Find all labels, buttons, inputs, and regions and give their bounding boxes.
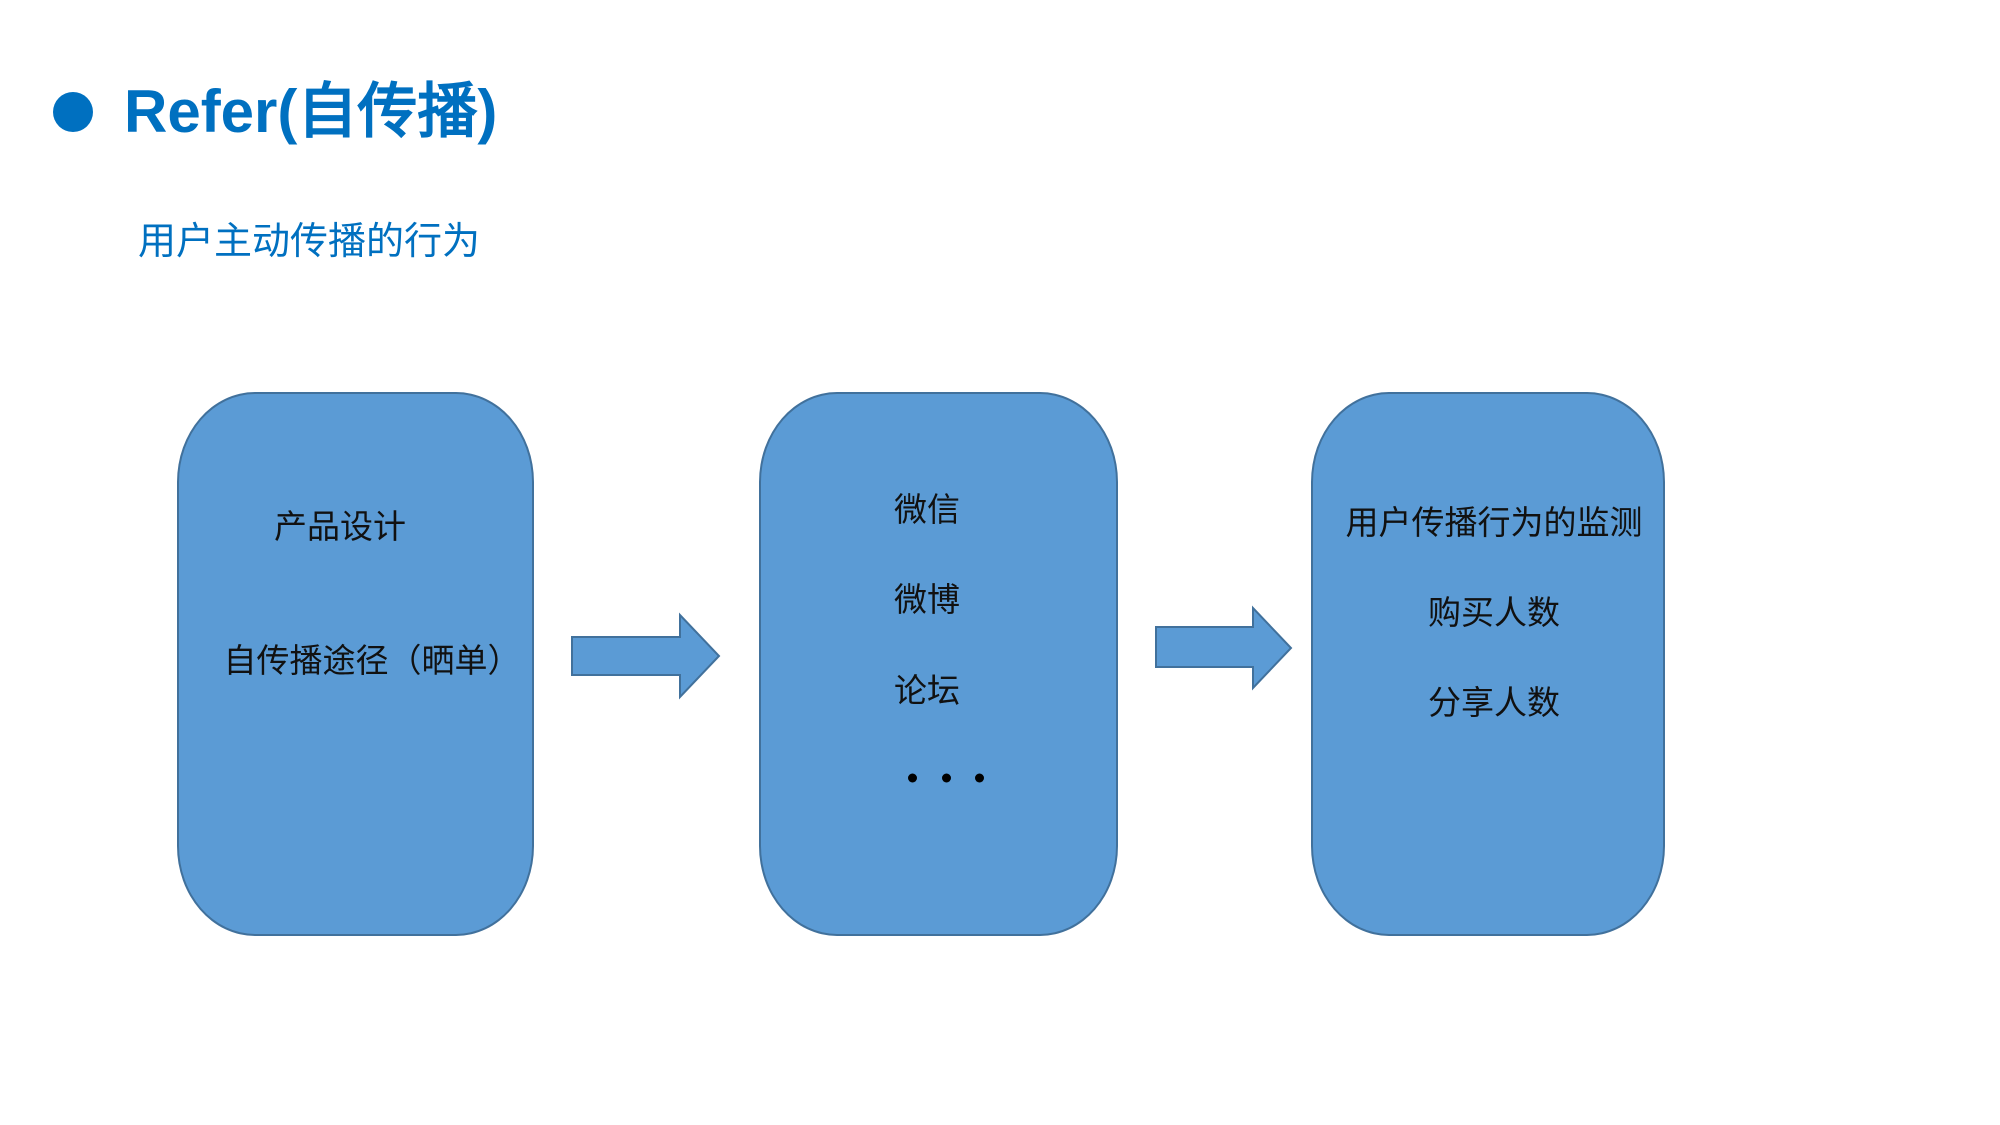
page-title: Refer(自传播) [124,78,498,145]
box-monitoring [1311,392,1665,936]
box-product [177,392,534,936]
arrow-right-icon [1155,605,1293,691]
title-bullet-icon [53,92,93,132]
box-product-item: 自传播途径（晒单） [223,641,521,680]
box-monitoring-item: 分享人数 [1428,683,1560,722]
page-subtitle: 用户主动传播的行为 [138,219,481,263]
arrow-right-icon [571,612,721,700]
box-product-item: 产品设计 [274,507,406,546]
box-monitoring-item: 用户传播行为的监测 [1345,503,1643,542]
box-channels-item: 论坛 [894,671,960,710]
box-channels-item: 微信 [894,490,960,529]
box-channels-item: 微博 [894,580,960,619]
box-channels [759,392,1118,936]
box-monitoring-item: 购买人数 [1428,593,1560,632]
ellipsis-dots [908,773,984,783]
